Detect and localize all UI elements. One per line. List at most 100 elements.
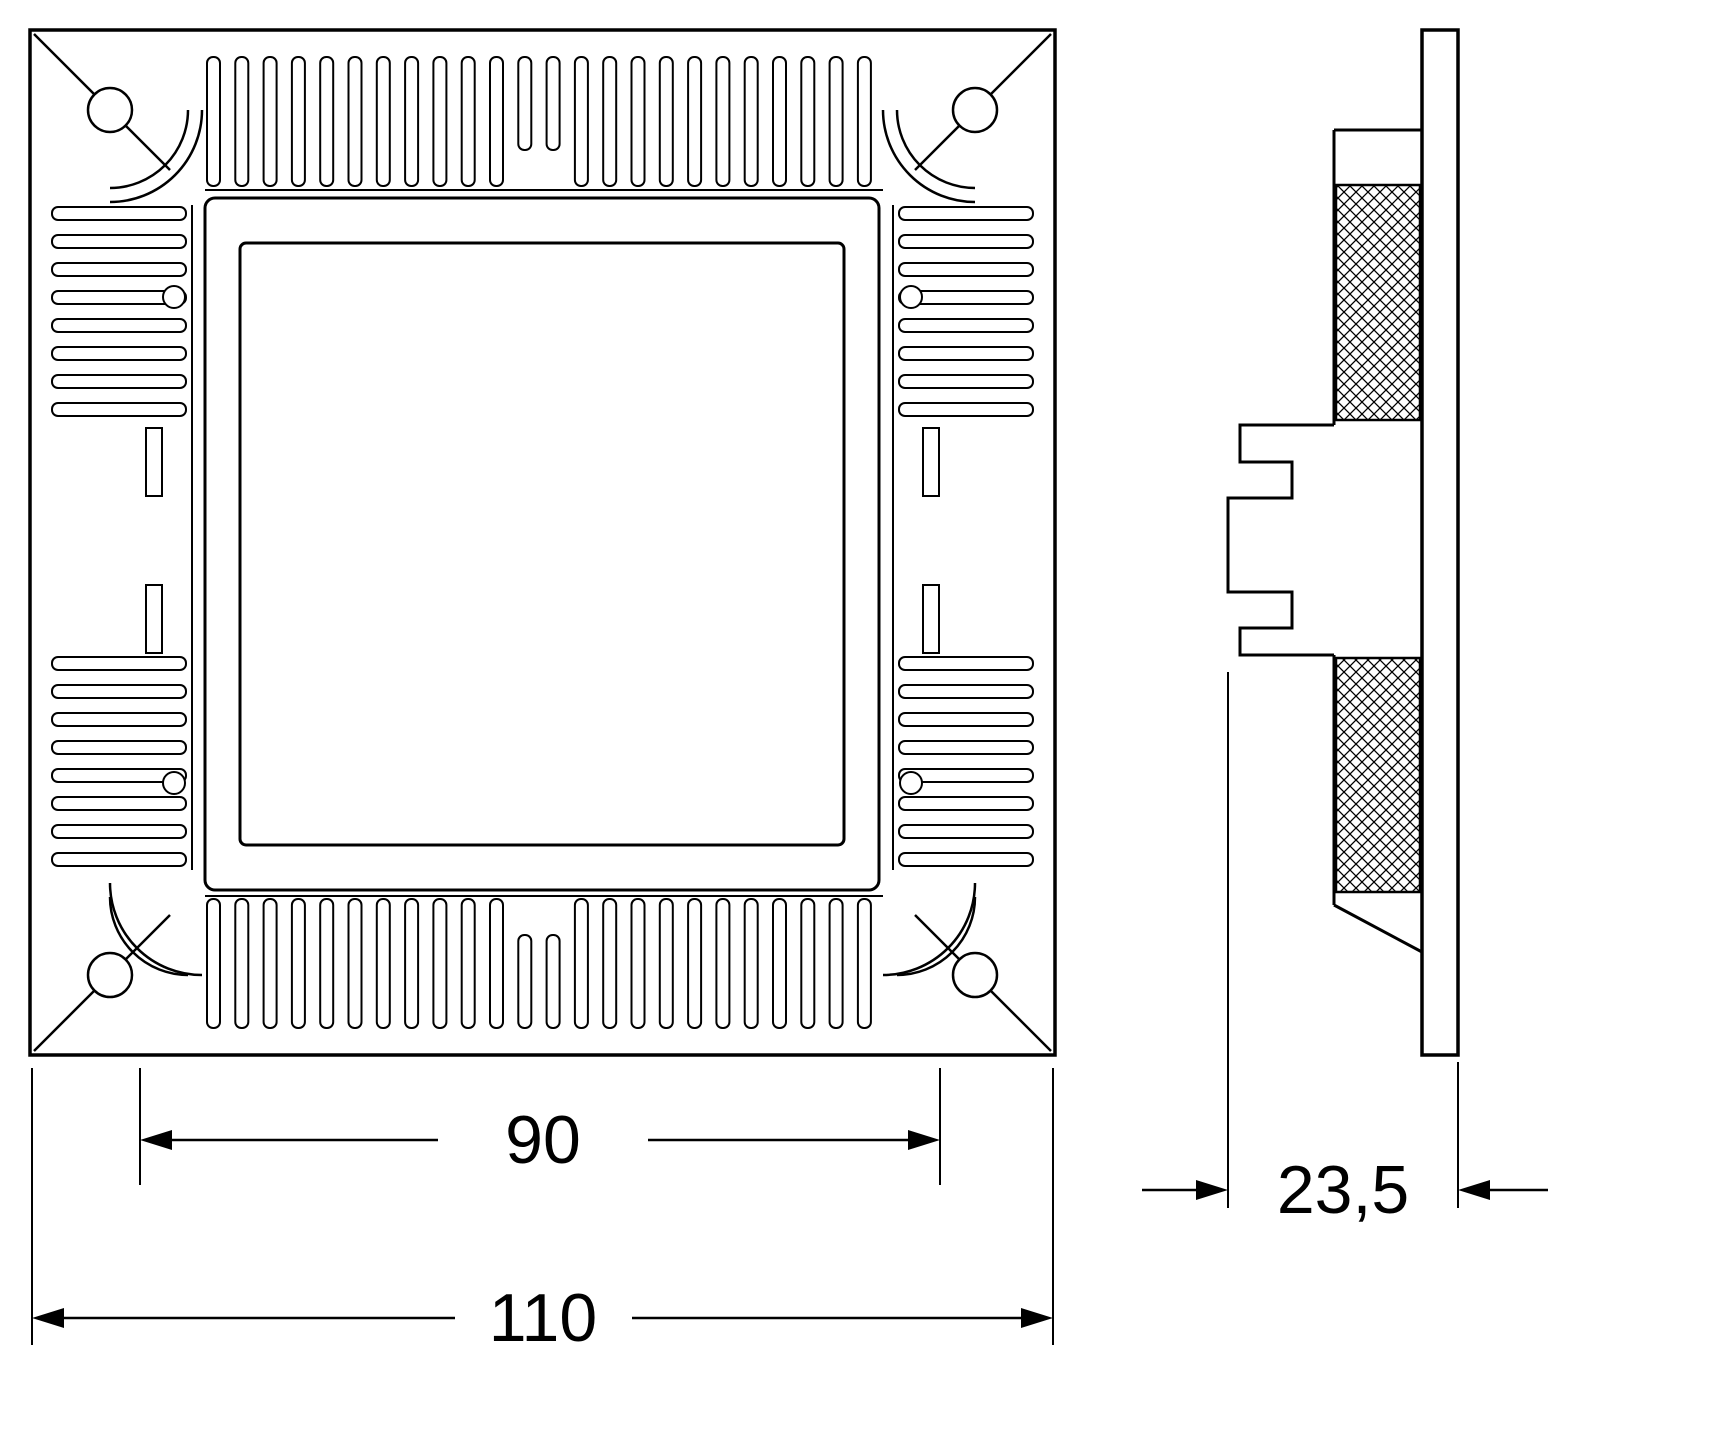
mounting-hole: [162, 771, 186, 795]
fin-slot: [51, 824, 187, 839]
fin-slot: [51, 290, 187, 305]
fin-slot: [347, 56, 363, 187]
mounting-hole: [162, 285, 186, 309]
fin-slot: [573, 898, 589, 1029]
dimension-label-depth: 23,5: [1277, 1152, 1409, 1228]
fin-slot: [460, 898, 476, 1029]
fin-slot: [743, 898, 759, 1029]
corner-arc: [896, 896, 977, 977]
fin-slot: [898, 656, 1034, 671]
fin-slot: [432, 898, 448, 1029]
dimension-label-inner-width: 90: [505, 1102, 581, 1178]
fin-slot: [51, 796, 187, 811]
fin-slot: [51, 318, 187, 333]
fin-slot: [432, 56, 448, 187]
fin-slot: [898, 262, 1034, 277]
fin-slot: [51, 656, 187, 671]
fin-slot: [856, 898, 872, 1029]
fin-slot: [630, 56, 646, 187]
housing-outline: [28, 28, 1057, 1057]
module-lens: [238, 241, 846, 847]
fin-slot: [828, 898, 844, 1029]
fin-slot: [545, 934, 561, 1029]
fin-slot: [715, 898, 731, 1029]
fin-slot: [573, 56, 589, 187]
fin-slot: [898, 402, 1034, 417]
fin-slot: [800, 898, 816, 1029]
fin-slot: [898, 684, 1034, 699]
fin-slot: [51, 712, 187, 727]
fin-slot: [772, 56, 787, 187]
fin-slot: [898, 290, 1034, 305]
fin-slot: [51, 234, 187, 249]
fin-slot: [51, 852, 187, 867]
fin-slot: [51, 402, 187, 417]
fin-slot: [51, 684, 187, 699]
fin-slot: [898, 318, 1034, 333]
side-view: [1226, 28, 1460, 1057]
corner-arc: [108, 882, 203, 977]
corner-screw-hole: [951, 951, 999, 999]
heatsink-fins-right: [898, 206, 1034, 867]
fin-slot: [290, 56, 306, 187]
fin-slot: [489, 56, 504, 187]
fin-slot: [51, 346, 187, 361]
fin-slot: [898, 346, 1034, 361]
fin-slot: [898, 768, 1034, 783]
spring-clip: [1226, 423, 1334, 657]
fin-slot: [404, 56, 420, 187]
clip-slot: [922, 427, 940, 497]
fin-slot: [375, 56, 391, 187]
fin-slot: [206, 56, 221, 187]
corner-screw-hole: [86, 951, 134, 999]
dimension-outer-width: 110: [31, 1068, 1054, 1356]
bezel-plate: [1420, 28, 1460, 1057]
arrowhead: [140, 1130, 172, 1150]
fin-slot: [517, 56, 533, 151]
fin-slot: [630, 898, 646, 1029]
fin-slot: [898, 206, 1034, 221]
mounting-hole: [899, 285, 923, 309]
corner-arc: [109, 109, 204, 204]
fin-slot: [898, 796, 1034, 811]
dimension-inner-width: 90: [139, 1068, 941, 1185]
fin-slot: [658, 56, 674, 187]
heatsink-fins-bottom: [206, 898, 872, 1029]
arrowhead: [908, 1130, 940, 1150]
fin-slot: [602, 898, 618, 1029]
fin-slot: [856, 56, 872, 187]
fin-slot: [489, 898, 504, 1029]
fin-slot: [828, 56, 844, 187]
clip-slot: [922, 584, 940, 654]
fin-slot: [898, 234, 1034, 249]
clip-slot: [145, 427, 163, 497]
corner-screw-hole: [951, 86, 999, 134]
fin-slot: [715, 56, 731, 187]
corner-arc: [881, 109, 976, 204]
heatsink-fins-left: [51, 206, 187, 867]
corner-arc: [109, 109, 190, 190]
fin-slot: [51, 262, 187, 277]
side-fins-hatched: [1334, 656, 1422, 894]
arrowhead: [32, 1308, 64, 1328]
side-fins-hatched: [1334, 183, 1422, 422]
clip-slot: [145, 584, 163, 654]
fin-slot: [51, 740, 187, 755]
arrowhead: [1021, 1308, 1053, 1328]
fin-slot: [234, 898, 250, 1029]
fin-slot: [347, 898, 363, 1029]
front-view: [28, 28, 1057, 1057]
fin-slot: [262, 898, 278, 1029]
fin-slot: [687, 56, 703, 187]
fin-slot: [319, 898, 335, 1029]
arrowhead: [1196, 1180, 1228, 1200]
corner-arc: [882, 882, 977, 977]
corner-arc: [108, 896, 189, 977]
dimension-label-outer-width: 110: [489, 1280, 597, 1356]
body-bottom-edge: [1333, 903, 1423, 954]
fin-slot: [51, 768, 187, 783]
fin-slot: [898, 374, 1034, 389]
dimension-depth: 23,5: [1142, 672, 1548, 1228]
fin-slot: [800, 56, 816, 187]
